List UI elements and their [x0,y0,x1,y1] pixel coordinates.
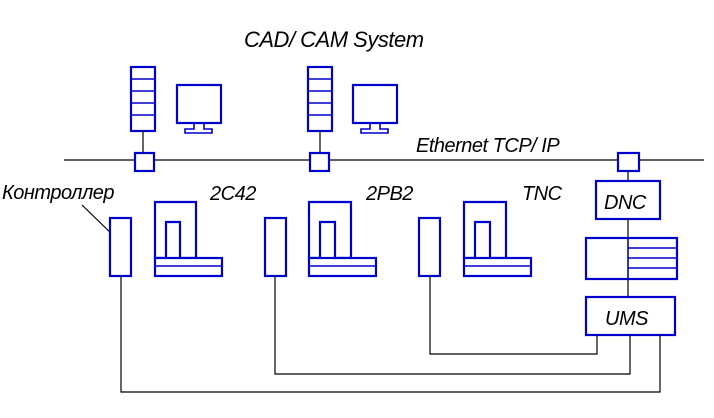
machine-label-tnc: TNC [522,183,563,205]
controller-2 [263,216,288,278]
controller-3 [417,216,442,278]
wire-controller-1-ums [120,276,661,393]
wire-controller-2-ums [274,276,631,375]
controller-label: Контроллер [2,182,114,204]
ums-label: UMS [605,308,649,330]
cad-cam-title: CAD/ CAM System [244,27,424,52]
workstation-1 [129,65,223,173]
controller-1 [108,216,133,278]
network-label: Ethernet TCP/ IP [416,135,560,157]
network-adapter [133,151,156,173]
ums-node: UMS [584,295,677,337]
server-block [584,236,679,297]
ums-box [584,295,677,337]
workstation-2 [306,65,399,173]
machine-label-2pb2: 2РВ2 [365,183,413,205]
dnc-node: DNC [594,151,662,238]
dnc-label: DNC [604,192,647,214]
monitor-icon [175,83,223,134]
monitor-icon [351,83,399,134]
dnc-box [594,179,662,221]
machine-2c42-icon [153,200,224,278]
network-adapter [308,151,331,173]
server-tower-icon [129,65,157,133]
machine-label-2c42: 2С42 [209,183,256,205]
wire-controller-3-ums [429,276,598,355]
machine-2pb2-icon [307,200,378,278]
dnc-network-adapter [616,151,641,173]
server-tower-icon [306,65,334,133]
machine-tnc-icon [462,200,533,278]
